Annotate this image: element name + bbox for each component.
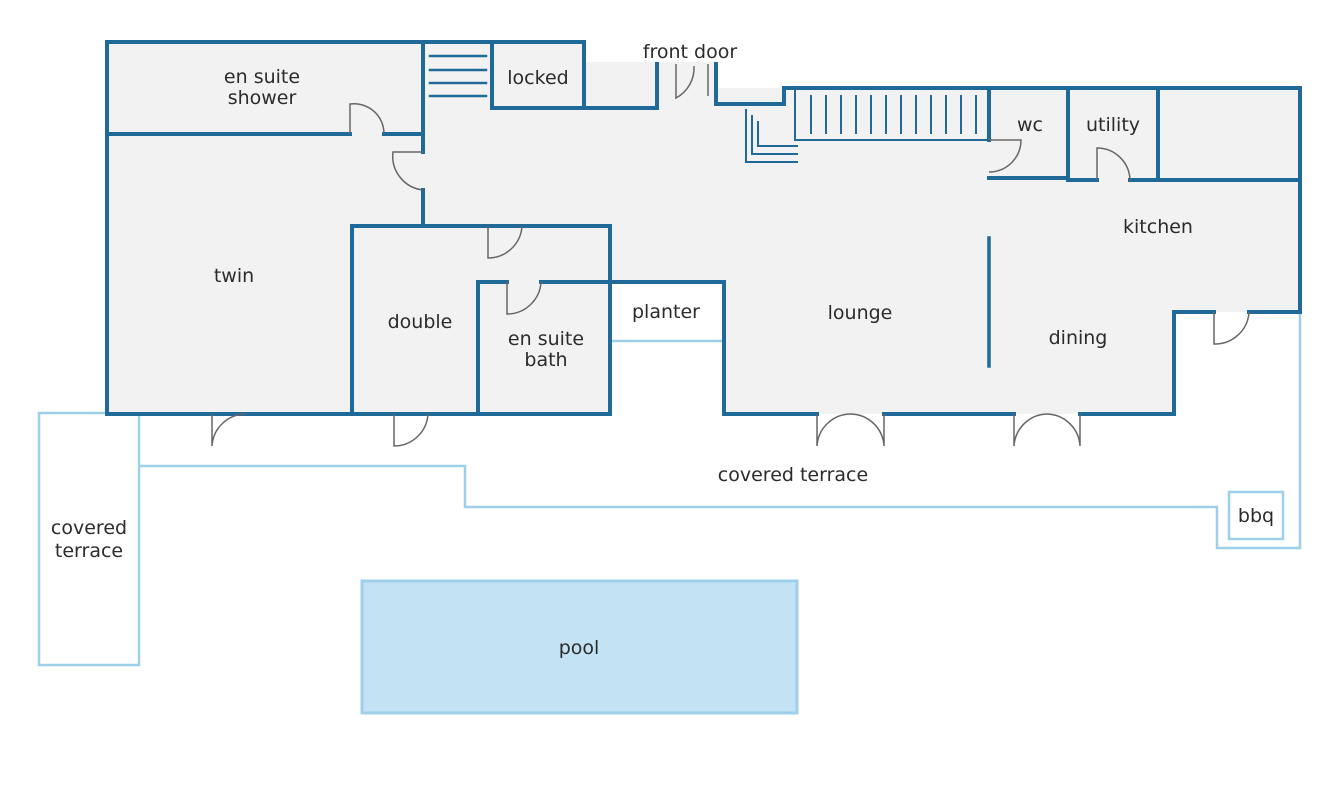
label-en-suite-shower-2: shower — [228, 87, 297, 109]
label-twin: twin — [214, 265, 254, 287]
room-labels: front door locked en suite shower wc uti… — [51, 41, 1274, 659]
label-covered-terrace-main: covered terrace — [718, 464, 868, 486]
label-utility: utility — [1086, 114, 1140, 136]
label-pool: pool — [559, 637, 600, 659]
outdoor-outlines — [37, 312, 1302, 667]
label-covered-terrace-side-1: covered — [51, 517, 127, 539]
label-wc: wc — [1017, 114, 1043, 136]
label-planter: planter — [632, 301, 700, 323]
label-dining: dining — [1049, 327, 1108, 349]
label-front-door: front door — [643, 41, 738, 63]
label-locked: locked — [507, 67, 568, 89]
label-en-suite-shower-1: en suite — [224, 66, 300, 88]
doors — [211, 64, 1250, 447]
main-covered-terrace-outline — [139, 312, 1302, 550]
label-double: double — [388, 311, 453, 333]
floor-fills — [107, 42, 1300, 414]
label-covered-terrace-side-2: terrace — [55, 540, 123, 562]
label-kitchen: kitchen — [1123, 216, 1193, 238]
label-en-suite-bath-2: bath — [524, 349, 567, 371]
label-en-suite-bath-1: en suite — [508, 328, 584, 350]
stairs-east — [745, 89, 977, 163]
label-lounge: lounge — [828, 302, 893, 324]
walls — [105, 40, 1302, 416]
label-bbq: bbq — [1238, 505, 1274, 527]
bbq-outline — [1227, 490, 1285, 541]
pool — [360, 579, 799, 715]
side-covered-terrace-outline — [37, 411, 141, 667]
stairs-west — [428, 54, 488, 98]
